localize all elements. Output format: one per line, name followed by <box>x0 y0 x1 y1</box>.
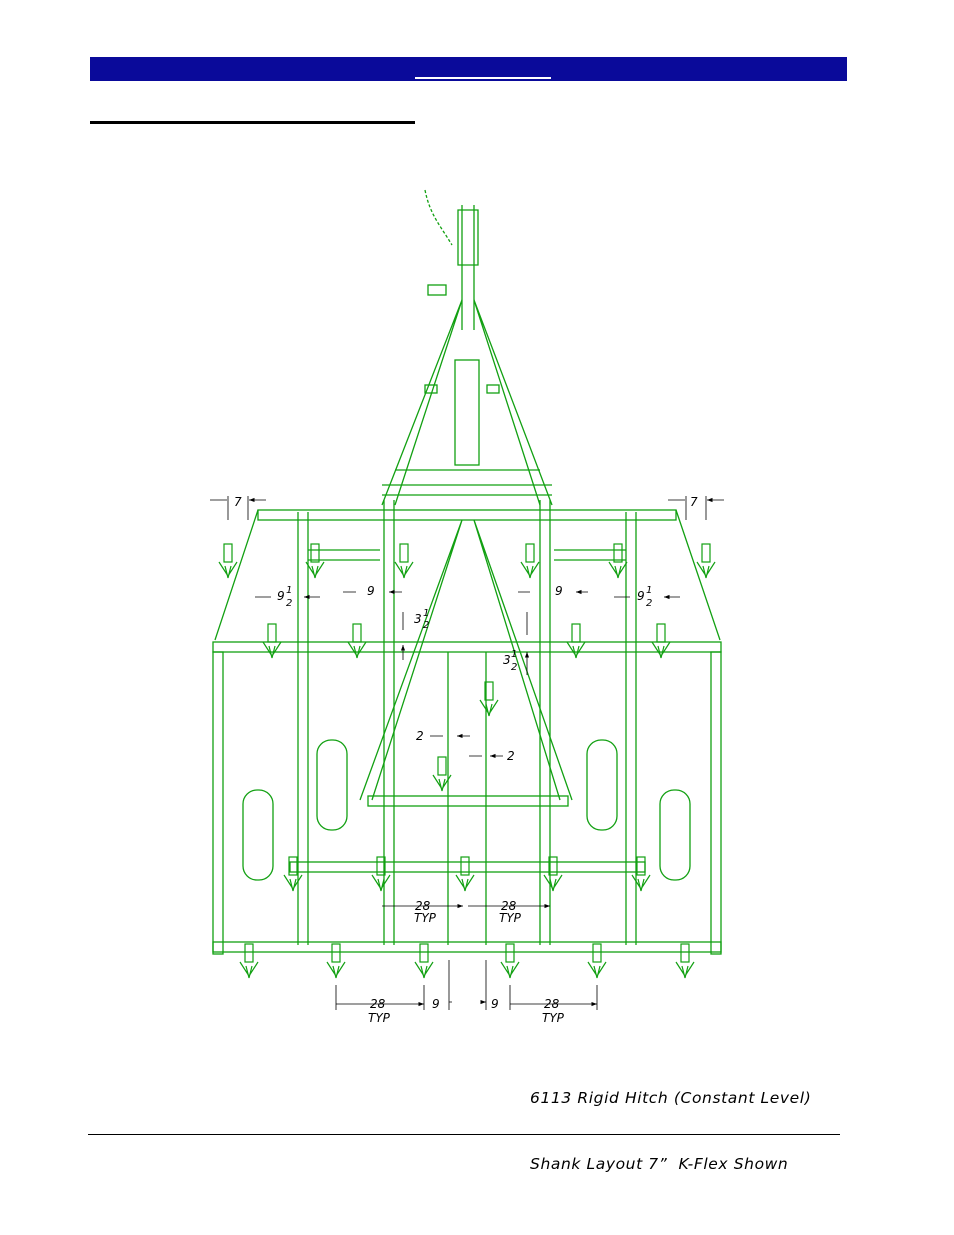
dimension-annotations: 7 7 9 9 9 1 2 9 1 2 3 1 2 3 1 2 2 2 <box>210 495 724 1025</box>
shank-row-center <box>433 682 498 791</box>
dim-typ-lower-right: TYP <box>542 1011 565 1025</box>
dim-9-half-left: 9 <box>277 589 285 603</box>
svg-text:1: 1 <box>286 585 292 596</box>
svg-text:2: 2 <box>511 662 517 673</box>
dim-28-lower-right: 28 <box>544 997 560 1011</box>
shank <box>327 944 345 978</box>
dim-typ-upper-left: TYP <box>414 911 437 925</box>
footer-rule <box>88 1134 840 1135</box>
dim-7-right: 7 <box>690 495 698 509</box>
dim-typ-lower-left: TYP <box>368 1011 391 1025</box>
implement-frame <box>213 190 721 954</box>
shank <box>501 944 519 978</box>
shank <box>240 944 258 978</box>
dim-9-lower-left: 9 <box>432 997 440 1011</box>
svg-text:1: 1 <box>511 649 517 660</box>
shank <box>652 624 670 658</box>
dim-2-right: 2 <box>507 749 515 763</box>
dim-28-lower-left: 28 <box>370 997 386 1011</box>
shank <box>306 544 324 578</box>
shank <box>348 624 366 658</box>
svg-text:1: 1 <box>423 608 429 619</box>
dim-3-half-lower: 3 <box>503 653 511 667</box>
shank <box>521 544 539 578</box>
dim-typ-upper-right: TYP <box>499 911 522 925</box>
shank-row-second <box>263 624 670 658</box>
caption-line-1: 6113 Rigid Hitch (Constant Level) <box>530 1087 850 1109</box>
dim-9-lower-right: 9 <box>491 997 499 1011</box>
shank <box>480 682 498 716</box>
shank-row-front <box>219 544 715 578</box>
svg-text:2: 2 <box>646 598 652 609</box>
shank <box>676 944 694 978</box>
shank <box>588 944 606 978</box>
svg-text:1: 1 <box>646 585 652 596</box>
caption-line-2: Shank Layout 7” K-Flex Shown <box>530 1153 850 1175</box>
dim-9-right: 9 <box>555 584 563 598</box>
dim-9-left: 9 <box>367 584 375 598</box>
dim-7-left: 7 <box>234 495 242 509</box>
dim-9-half-right: 9 <box>637 589 645 603</box>
svg-text:2: 2 <box>286 598 292 609</box>
shank <box>395 544 413 578</box>
svg-text:2: 2 <box>423 620 429 631</box>
dim-3-half-upper: 3 <box>414 612 422 626</box>
shank <box>567 624 585 658</box>
shank <box>415 944 433 978</box>
shank <box>263 624 281 658</box>
dim-2-left: 2 <box>416 729 424 743</box>
shank <box>609 544 627 578</box>
shank-row-rear <box>240 944 694 978</box>
figure-caption: 6113 Rigid Hitch (Constant Level) Shank … <box>530 1043 850 1197</box>
shank <box>697 544 715 578</box>
shank <box>219 544 237 578</box>
